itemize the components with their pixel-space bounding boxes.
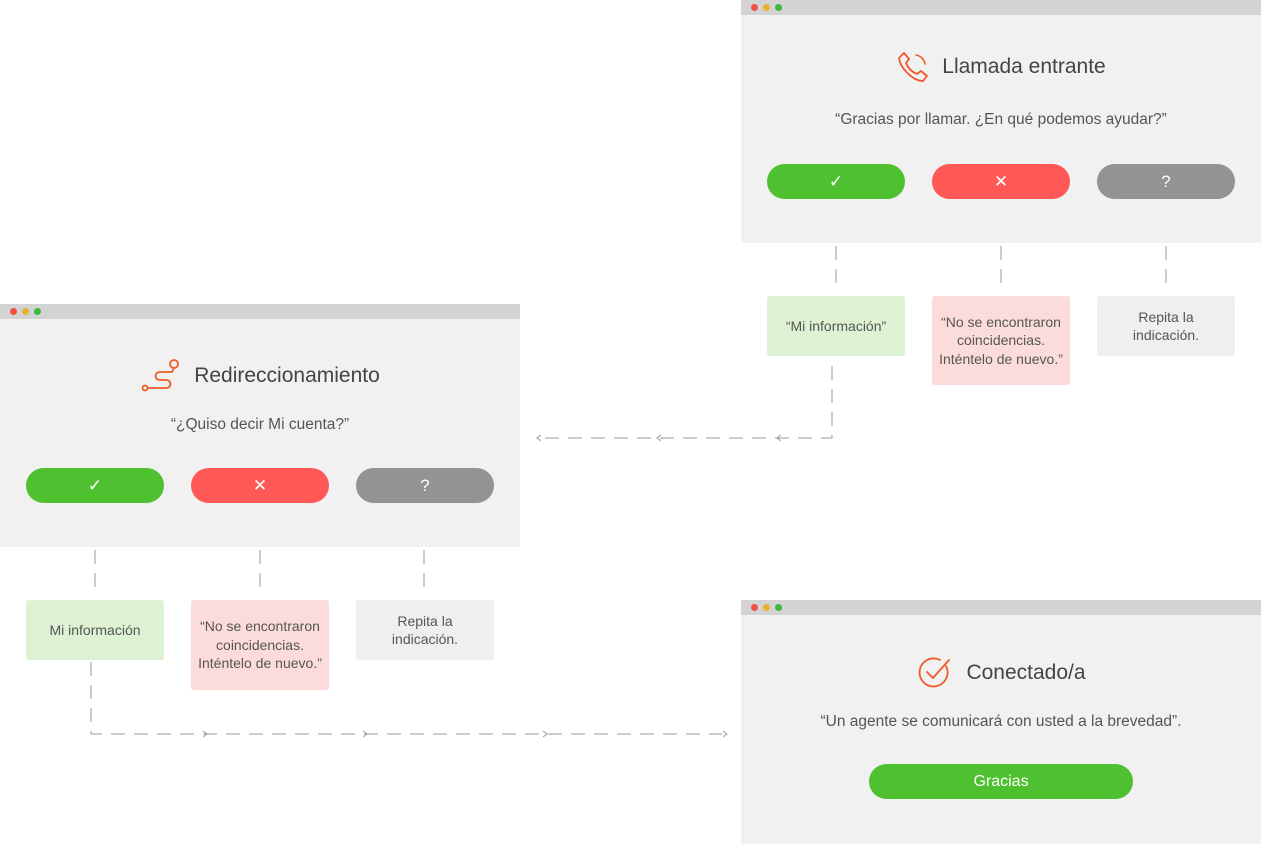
- connected-prompt: “Un agente se comunicará con usted a la …: [820, 713, 1182, 730]
- redirect-yes-response: Mi información: [26, 600, 164, 660]
- incoming-yes-response: “Mi información”: [767, 296, 905, 356]
- window-titlebar: [741, 0, 1261, 15]
- redirect-unknown-response: Repita la indicación.: [356, 600, 494, 660]
- gracias-button[interactable]: Gracias: [869, 764, 1133, 799]
- maximize-dot-icon: [775, 4, 782, 11]
- redirect-title-row: Redireccionamiento: [0, 356, 520, 396]
- close-dot-icon: [751, 604, 758, 611]
- redirect-no-button[interactable]: ✕: [191, 468, 329, 503]
- minimize-dot-icon: [22, 308, 29, 315]
- connected-window: Conectado/a “Un agente se comunicará con…: [741, 600, 1261, 844]
- minimize-dot-icon: [763, 604, 770, 611]
- window-titlebar: [0, 304, 520, 319]
- incoming-unknown-response: Repita la indicación.: [1097, 296, 1235, 356]
- redirect-yes-button[interactable]: ✓: [26, 468, 164, 503]
- incoming-yes-button[interactable]: ✓: [767, 164, 905, 199]
- close-dot-icon: [751, 4, 758, 11]
- incoming-call-title-row: Llamada entrante: [741, 50, 1261, 84]
- incoming-call-title: Llamada entrante: [942, 55, 1106, 78]
- maximize-dot-icon: [34, 308, 41, 315]
- redirect-title: Redireccionamiento: [194, 364, 380, 387]
- window-titlebar: [741, 600, 1261, 615]
- incoming-no-response: “No se encontraron coincidencias. Intént…: [932, 296, 1070, 385]
- maximize-dot-icon: [775, 604, 782, 611]
- redirect-window: Redireccionamiento “¿Quiso decir Mi cuen…: [0, 304, 520, 547]
- connected-title-row: Conectado/a: [741, 654, 1261, 692]
- redirect-prompt: “¿Quiso decir Mi cuenta?”: [170, 416, 350, 433]
- check-circle-icon: [919, 657, 951, 688]
- redirect-no-response: “No se encontraron coincidencias. Intént…: [191, 600, 329, 690]
- incoming-unknown-button[interactable]: ?: [1097, 164, 1235, 199]
- incoming-call-window: Llamada entrante “Gracias por llamar. ¿E…: [741, 0, 1261, 243]
- incoming-call-prompt: “Gracias por llamar. ¿En qué podemos ayu…: [835, 111, 1167, 128]
- route-icon: [141, 359, 180, 392]
- close-dot-icon: [10, 308, 17, 315]
- redirect-unknown-button[interactable]: ?: [356, 468, 494, 503]
- incoming-no-button[interactable]: ✕: [932, 164, 1070, 199]
- minimize-dot-icon: [763, 4, 770, 11]
- phone-icon: [898, 52, 929, 82]
- connected-title: Conectado/a: [966, 661, 1086, 684]
